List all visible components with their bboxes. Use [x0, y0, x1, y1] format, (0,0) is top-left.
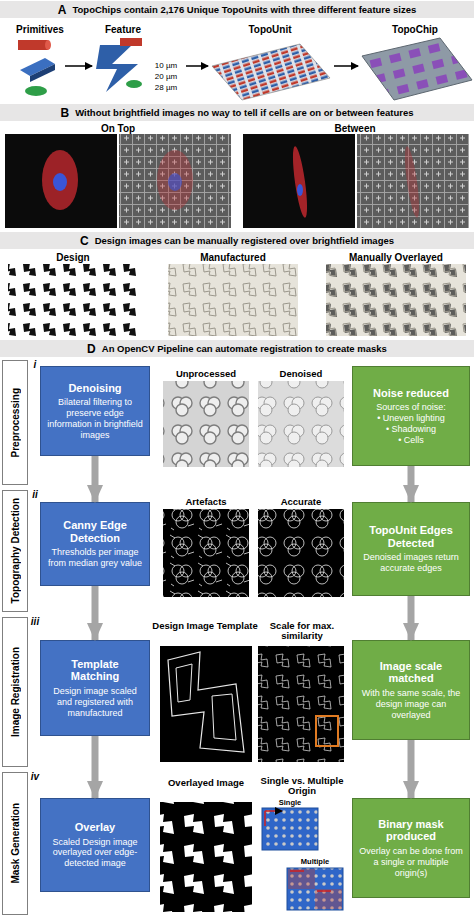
box-heading: A [58, 3, 67, 17]
stage-label-box: Image Registration [2, 617, 28, 767]
box-text: An OpenCV Pipeline can automate registra… [102, 343, 387, 354]
image-label: On Top [78, 123, 158, 134]
image-label: Manufactured [168, 252, 298, 263]
box-heading: Preprocessing [10, 388, 21, 457]
flow-arrow [408, 466, 415, 502]
image-label: TopoChip [375, 24, 455, 35]
image-label: Multiple [287, 858, 343, 866]
box-heading: TopoUnit Edges Detected [358, 524, 464, 549]
box-text: Denoised images return accurate edges [358, 552, 464, 574]
flow-arrow [408, 740, 415, 798]
step-number: i [30, 359, 40, 370]
box-text: Without brightfield images no way to tel… [75, 107, 413, 118]
step-number: ii [29, 489, 41, 500]
box-heading: Topography Detection [10, 498, 21, 603]
box-heading: Mask Generation [10, 803, 21, 884]
box-heading: D [87, 342, 96, 356]
flow-arrow [92, 456, 99, 502]
image-label: 10 µm [146, 62, 186, 71]
image-label: Accurate [253, 497, 349, 507]
flow-arrow [92, 586, 99, 640]
process-box: OverlayScaled Design image overlayed ove… [40, 798, 150, 892]
image-label: Between [315, 123, 395, 134]
box-heading: Template Matching [46, 658, 144, 683]
image-label: Primitives [5, 24, 75, 35]
box-heading: Image Registration [10, 647, 21, 737]
image-label: Feature [88, 24, 158, 35]
image-label: Scale for max. similarity [256, 621, 348, 642]
box-text: Design image scaled and registered with … [46, 686, 144, 718]
image-label: Design Image Template [152, 621, 258, 631]
panel-header: D An OpenCV Pipeline can automate registr… [0, 340, 474, 357]
image-label: TopoUnit [230, 24, 310, 35]
box-text: • Uneven lighting [377, 413, 445, 424]
panel-header: B Without brightfield images no way to te… [0, 104, 474, 121]
box-heading: Overlay [75, 821, 115, 834]
image-label: Design [8, 252, 138, 263]
process-box: Canny Edge DetectionThresholds per image… [40, 502, 150, 586]
result-box: Image scale matchedWith the same scale, … [352, 640, 470, 740]
image-label: Single [262, 799, 318, 807]
step-number: iv [28, 771, 42, 782]
box-text: • Shadowing [386, 424, 436, 435]
box-heading: Binary mask produced [358, 818, 464, 843]
flow-arrow [408, 596, 415, 640]
stage-label-box: Mask Generation [2, 772, 28, 915]
stage-label-box: Topography Detection [2, 490, 28, 612]
box-text: Overlay can be done from a single or mul… [358, 846, 464, 878]
panel-header: A TopoChips contain 2,176 Unique TopoUnit… [0, 1, 474, 18]
image-label: Manually Overlayed [326, 252, 466, 263]
flow-arrow [92, 736, 99, 798]
image-label: Overlayed Image [156, 778, 256, 788]
box-heading: B [61, 106, 70, 120]
image-label: Denoised [253, 369, 349, 379]
box-text: • Cells [398, 435, 424, 446]
box-text: Design images can be manually registered… [95, 235, 394, 246]
result-box: Binary mask producedOverlay can be done … [352, 798, 470, 898]
result-box: Noise reducedSources of noise:• Uneven l… [352, 366, 470, 466]
image-label: Single vs. Multiple Origin [256, 776, 348, 797]
process-box: Template MatchingDesign image scaled and… [40, 640, 150, 736]
box-text: Scaled Design image overlayed over edge-… [46, 837, 144, 869]
box-heading: Noise reduced [373, 387, 449, 400]
result-box: TopoUnit Edges DetectedDenoised images r… [352, 502, 470, 596]
box-heading: C [80, 234, 89, 248]
box-text: TopoChips contain 2,176 Unique TopoUnits… [72, 4, 416, 15]
image-label: 20 µm [146, 73, 186, 82]
box-text: With the same scale, the design image ca… [358, 688, 464, 720]
image-label: Unprocessed [158, 369, 254, 379]
panel-header: C Design images can be manually registere… [0, 232, 474, 249]
process-box: DenoisingBilateral filtering to preserve… [40, 366, 150, 456]
box-heading: Denoising [68, 382, 121, 395]
image-label: 28 µm [146, 84, 186, 93]
stage-label-box: Preprocessing [2, 360, 28, 485]
image-label: Artefacts [158, 497, 254, 507]
box-heading: Image scale matched [358, 660, 464, 685]
box-heading: Canny Edge Detection [46, 519, 144, 544]
step-number: iii [28, 616, 42, 627]
box-text: Bilateral filtering to preserve edge inf… [46, 397, 144, 440]
box-text: Sources of noise: [376, 402, 446, 413]
box-text: Thresholds per image from median grey va… [46, 547, 144, 569]
